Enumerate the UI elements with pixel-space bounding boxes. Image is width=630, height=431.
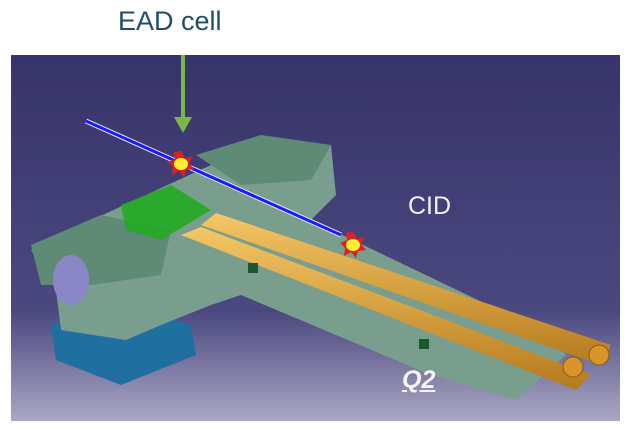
end-cap [53,255,89,305]
instrument-diagram [11,55,620,421]
housing-top [196,135,331,185]
ead-cell-label: EAD cell [118,6,222,36]
rod-end [562,356,584,378]
green-tab [248,263,258,273]
reaction-star-icon [168,151,194,177]
rod-end [588,344,610,366]
ead-arrow-head [174,117,192,133]
q2-label: Q2 [402,366,436,394]
electron-beam [85,119,342,237]
cid-label: CID [408,192,452,220]
green-tab [419,339,429,349]
reaction-star-icon [340,232,366,258]
rod-upper [201,213,611,365]
green-plate [121,185,211,240]
rod-lower [181,227,591,390]
